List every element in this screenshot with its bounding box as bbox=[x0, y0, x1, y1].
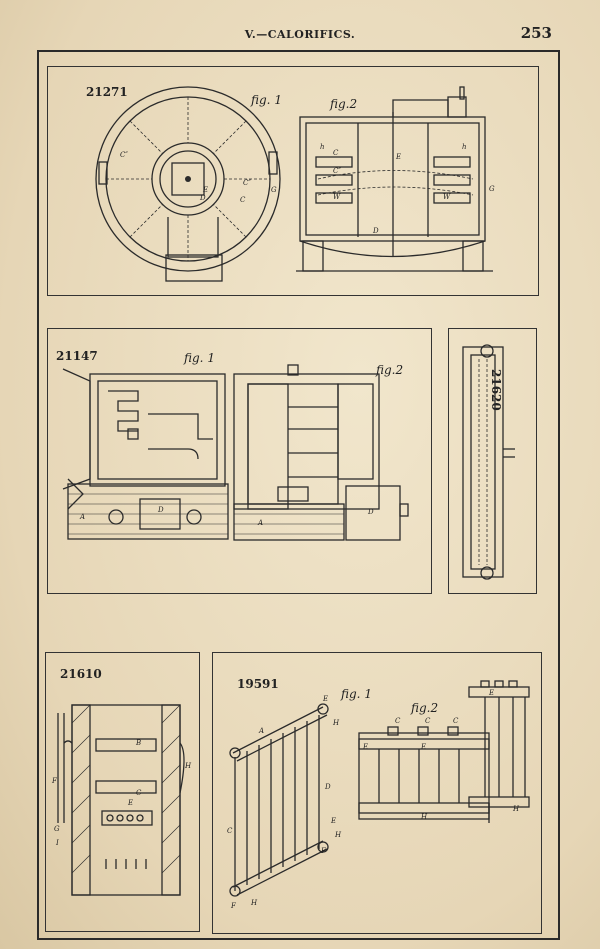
stove-section-drawing: F G I H B C E bbox=[51, 704, 192, 896]
svg-text:E: E bbox=[488, 689, 494, 697]
svg-text:C″: C″ bbox=[120, 151, 128, 159]
svg-text:C: C bbox=[333, 149, 339, 157]
svg-text:G: G bbox=[271, 186, 277, 194]
svg-text:H: H bbox=[250, 899, 258, 907]
svg-text:I: I bbox=[55, 839, 59, 847]
svg-text:C: C bbox=[240, 196, 246, 204]
svg-text:H: H bbox=[512, 805, 520, 813]
svg-text:H: H bbox=[420, 813, 428, 821]
patent-number: 21610 bbox=[60, 667, 102, 681]
svg-text:F: F bbox=[51, 777, 58, 785]
figure-label: fig.2 bbox=[411, 701, 439, 715]
radiator-drawing: E H A D E H F F H C C C C E H E bbox=[227, 680, 530, 910]
svg-text:E: E bbox=[127, 799, 133, 807]
plate-19591: 19591 fig. 1 fig.2 E H A D E H F bbox=[212, 652, 542, 934]
svg-text:E: E bbox=[202, 186, 208, 194]
svg-text:C″: C″ bbox=[333, 167, 341, 175]
svg-text:F: F bbox=[320, 847, 327, 855]
running-header: V.—CALORIFICS. bbox=[244, 28, 356, 41]
svg-text:D: D bbox=[367, 508, 374, 516]
svg-text:H: H bbox=[334, 831, 342, 839]
circular-heater-plan-drawing: C″ E D C″ C G h C bbox=[95, 86, 495, 282]
svg-text:h: h bbox=[320, 143, 325, 151]
svg-text:E: E bbox=[362, 743, 368, 751]
patent-number: 21147 bbox=[56, 349, 98, 363]
svg-text:C: C bbox=[453, 717, 459, 725]
svg-text:D: D bbox=[324, 783, 331, 791]
svg-text:E: E bbox=[330, 817, 336, 825]
svg-text:E: E bbox=[420, 743, 426, 751]
svg-text:H: H bbox=[332, 719, 340, 727]
furnace-section-drawing: A D D A bbox=[62, 364, 409, 541]
svg-text:D: D bbox=[199, 194, 206, 202]
figure-label: fig. 1 bbox=[251, 93, 282, 107]
patent-number: 21271 bbox=[86, 85, 128, 99]
svg-text:F: F bbox=[230, 902, 237, 910]
svg-text:A: A bbox=[79, 513, 85, 521]
svg-text:G: G bbox=[54, 825, 60, 833]
svg-text:D: D bbox=[157, 506, 164, 514]
svg-text:C: C bbox=[136, 789, 142, 797]
svg-text:C″: C″ bbox=[243, 179, 251, 187]
svg-text:E: E bbox=[395, 153, 401, 161]
svg-text:H: H bbox=[184, 762, 192, 770]
plate-21610: 21610 bbox=[45, 652, 200, 932]
svg-text:D: D bbox=[372, 227, 379, 235]
svg-text:W: W bbox=[333, 193, 341, 201]
plate-21271: 21271 fig. 1 fig.2 C″ E D C″ C bbox=[47, 66, 539, 296]
figure-label: fig. 1 bbox=[184, 351, 215, 365]
svg-text:C: C bbox=[227, 827, 233, 835]
plate-21620: 21620 bbox=[448, 328, 537, 594]
svg-text:C: C bbox=[425, 717, 431, 725]
svg-text:C: C bbox=[395, 717, 401, 725]
svg-text:A: A bbox=[257, 519, 263, 527]
svg-text:B: B bbox=[135, 739, 141, 747]
svg-text:A: A bbox=[258, 727, 264, 735]
vertical-heater-drawing bbox=[462, 344, 515, 580]
plate-21147: 21147 fig. 1 fig.2 A D bbox=[47, 328, 432, 594]
figure-label: fig. 1 bbox=[341, 687, 372, 701]
figure-label: fig.2 bbox=[330, 97, 358, 111]
patent-number: 19591 bbox=[237, 677, 279, 691]
illustration-frame bbox=[37, 50, 560, 940]
svg-text:E: E bbox=[322, 695, 328, 703]
figure-label: fig.2 bbox=[376, 363, 404, 377]
page-number: 253 bbox=[520, 24, 552, 42]
svg-text:h: h bbox=[462, 143, 467, 151]
svg-text:G: G bbox=[489, 185, 495, 193]
svg-text:W: W bbox=[443, 193, 451, 201]
